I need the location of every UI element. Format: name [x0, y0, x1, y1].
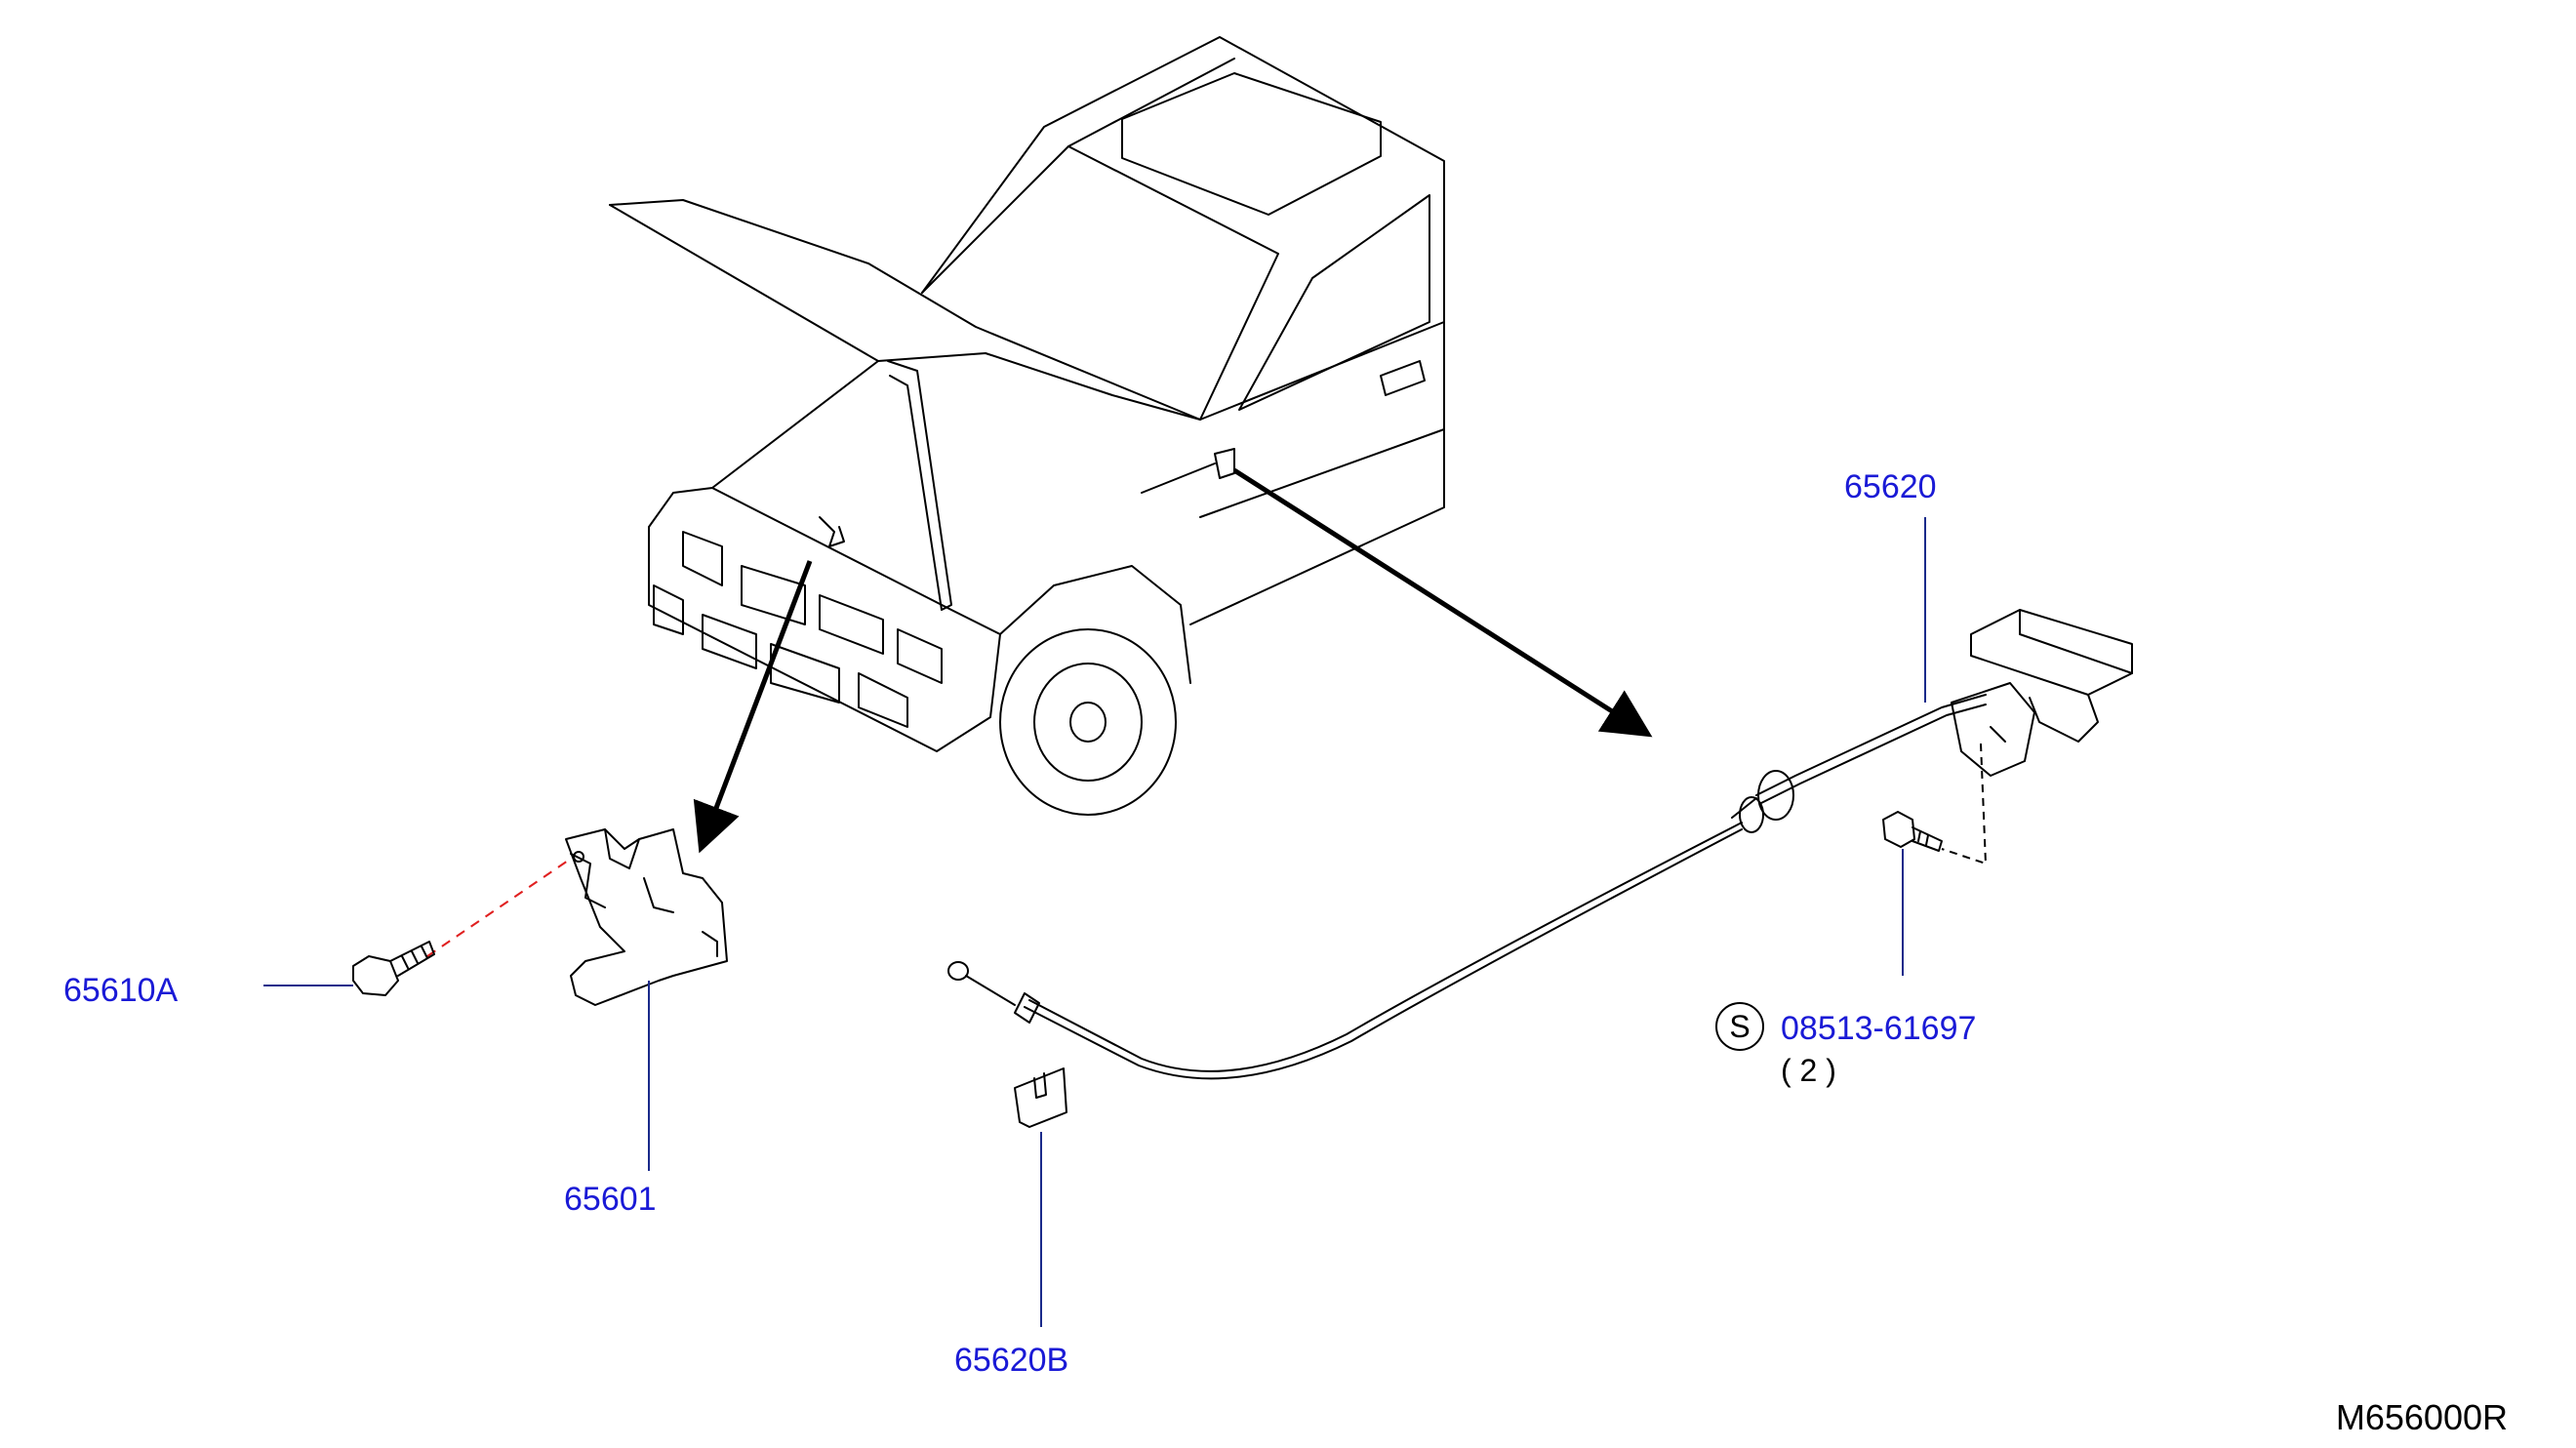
- pointer-arrow-cable: [1232, 467, 1653, 738]
- bolt-icon[interactable]: [352, 941, 435, 996]
- pointer-arrow-lock: [693, 560, 813, 854]
- screw-icon[interactable]: [1882, 811, 1943, 852]
- hood-release-cable-icon[interactable]: [947, 609, 2133, 1080]
- diagram-reference-code: M656000R: [2336, 1397, 2508, 1437]
- part-label-65620B[interactable]: 65620B: [954, 1342, 1068, 1379]
- cable-clip-icon[interactable]: [1014, 1067, 1067, 1128]
- part-label-08513-61697[interactable]: 08513-61697: [1781, 1010, 1976, 1047]
- part-label-65601[interactable]: 65601: [564, 1181, 657, 1218]
- part-label-65610A[interactable]: 65610A: [63, 972, 179, 1009]
- part-label-65620[interactable]: 65620: [1844, 468, 1937, 505]
- quantity-label: ( 2 ): [1781, 1053, 1836, 1088]
- vehicle-illustration: [609, 36, 1445, 816]
- svg-text:S: S: [1729, 1009, 1750, 1044]
- bolt-mount-dashed-line: [426, 858, 572, 957]
- hood-lock-icon[interactable]: [565, 828, 728, 1006]
- standard-part-badge: S: [1715, 1002, 1764, 1051]
